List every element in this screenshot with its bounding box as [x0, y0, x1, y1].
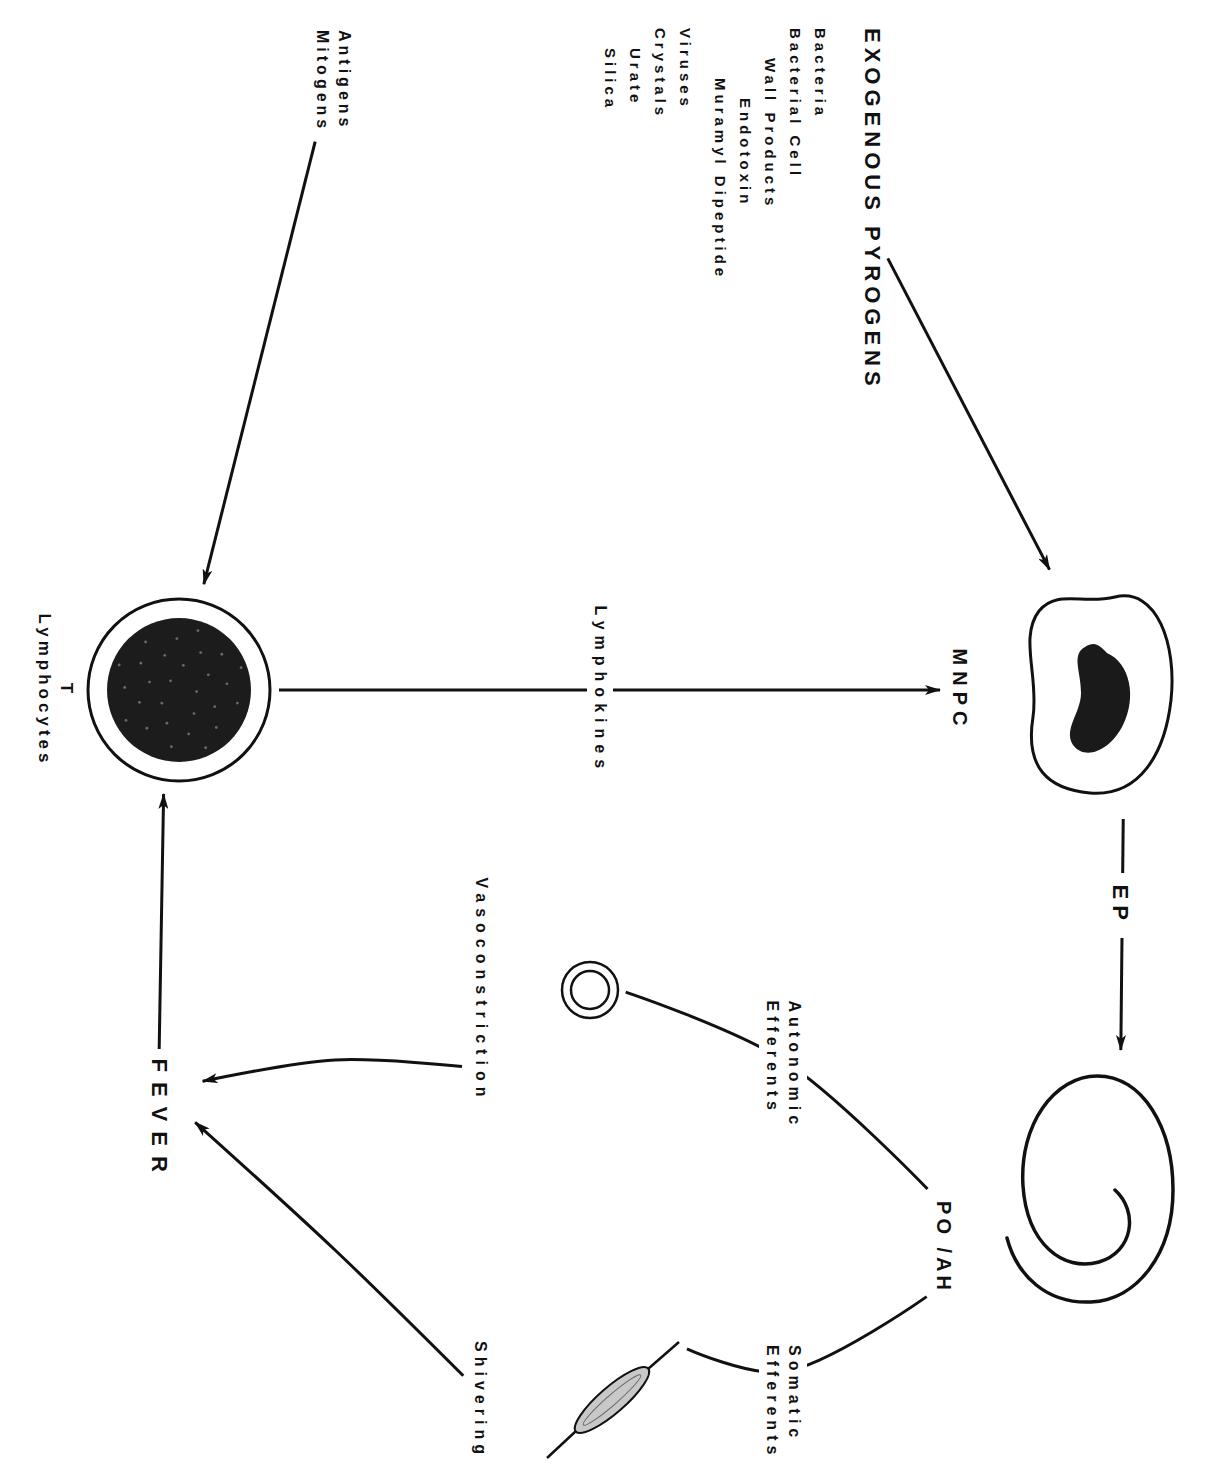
pyrogen-item: Bacteria [808, 28, 833, 391]
fever-label: FEVER [145, 1059, 173, 1182]
edge-label: EP [1103, 873, 1137, 938]
texture-dot [144, 641, 147, 644]
texture-dot [187, 733, 190, 736]
connector-arrow [204, 142, 315, 584]
texture-dot [148, 681, 151, 684]
texture-dot [125, 719, 128, 722]
texture-dot [226, 682, 229, 685]
texture-dot [193, 712, 196, 715]
hypothalamus: PO /AH [932, 1062, 1187, 1314]
texture-dot [220, 653, 223, 656]
outcome-text: FEVER [145, 1059, 173, 1182]
texture-dot [236, 702, 239, 705]
muscle: Shivering [469, 1338, 683, 1462]
macrophage-cell [1020, 575, 1185, 805]
connector-arrow [159, 794, 163, 1049]
texture-dot [138, 701, 141, 704]
brain-outline [1007, 1076, 1173, 1302]
texture-dot [175, 637, 178, 640]
muscle-symbol [543, 1338, 683, 1462]
connector-arrow [888, 258, 1050, 569]
texture-dot [170, 745, 173, 748]
cell-membrane [88, 599, 270, 781]
lymphocyte-symbol [83, 590, 275, 790]
pyrogen-item: Viruses [673, 28, 698, 391]
texture-dot [204, 746, 207, 749]
pyrogen-list: EXOGENOUS PYROGENS BacteriaBacterial Cell… [598, 28, 885, 391]
stimulus-text: Antigens Mitogens [311, 30, 355, 132]
texture-dot [169, 679, 172, 682]
cell-nucleus [1070, 644, 1130, 753]
pyrogen-item: Silica [598, 48, 623, 391]
connector-arrow [203, 1060, 462, 1082]
effect-label: Vasoconstriction [470, 878, 492, 1103]
lymphocyte-cell: T Lymphocytes [33, 590, 275, 790]
texture-dot [165, 722, 168, 725]
texture-dot [199, 651, 202, 654]
texture-dot [139, 662, 142, 665]
pyrogen-item: Muramyl Dipeptide [708, 78, 733, 391]
texture-dot [118, 664, 121, 667]
texture-dot [123, 686, 126, 689]
texture-dot [215, 726, 218, 729]
texture-dot [182, 664, 185, 667]
tendon [547, 1431, 576, 1458]
edge-label: Somatic Efferents [759, 1339, 807, 1465]
texture-dot [145, 727, 148, 730]
texture-dot [213, 705, 216, 708]
list-heading: EXOGENOUS PYROGENS [859, 28, 885, 391]
pyrogen-item: Endotoxin [733, 98, 758, 391]
nucleus-texture [118, 629, 243, 749]
texture-dot [163, 654, 166, 657]
muscle-belly [567, 1359, 657, 1442]
connector-arrow [626, 992, 928, 1189]
texture-dot [197, 629, 200, 632]
pyrogen-item: Urate [623, 48, 648, 391]
vessel-wall [562, 962, 618, 1018]
brain-symbol [1002, 1062, 1187, 1314]
effect-label: Shivering [469, 1338, 491, 1462]
muscle-fibre [580, 1371, 644, 1428]
edge-label: Lymphokines [587, 600, 613, 781]
vessel: Vasoconstriction [470, 878, 622, 1103]
texture-dot [160, 702, 163, 705]
connector-arrow [195, 1122, 463, 1376]
vessel-lumen [571, 971, 609, 1009]
pyrogen-item: Crystals [648, 28, 673, 391]
texture-dot [240, 666, 243, 669]
region-label: PO /AH [932, 1062, 956, 1314]
texture-dot [207, 673, 210, 676]
texture-dot [195, 690, 198, 693]
cell-nucleus [107, 618, 251, 762]
mnpc-cell: MNPC [948, 575, 1185, 805]
stimulus-label: Antigens Mitogens [311, 30, 355, 132]
edge-label: Autonomic Efferents [759, 995, 807, 1136]
pyrogen-item: Bacterial Cell Wall Products [758, 28, 808, 218]
cell-label: MNPC [948, 575, 972, 805]
cell-membrane [1030, 596, 1172, 793]
tendon [648, 1342, 679, 1369]
cell-label: T Lymphocytes [33, 614, 77, 767]
vessel-symbol [558, 958, 622, 1022]
